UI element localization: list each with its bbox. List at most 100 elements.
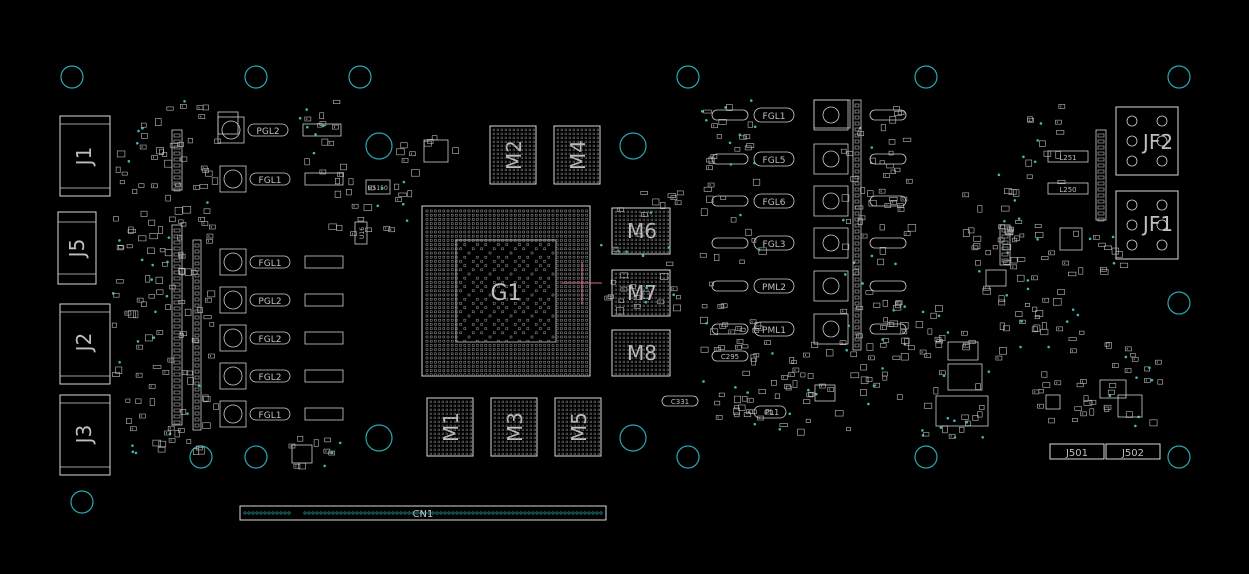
memory-ball: [445, 436, 448, 439]
via: [183, 99, 186, 103]
gpu-ball: [585, 251, 588, 255]
memory-ball: [597, 436, 600, 439]
via: [168, 432, 172, 435]
memory-ball: [630, 284, 633, 287]
smd-part: [1056, 130, 1065, 135]
memory-ball: [622, 242, 625, 245]
gpu-ball: [543, 268, 546, 272]
memory-ball: [516, 172, 519, 175]
memory-ball: [634, 280, 637, 283]
memory-ball: [658, 222, 661, 225]
memory-ball: [650, 312, 653, 315]
memory-ball: [592, 148, 595, 151]
gpu-ball: [555, 335, 559, 339]
gpu-ball: [576, 255, 580, 259]
memory-ball: [496, 172, 499, 175]
memory-ball: [638, 348, 641, 351]
smd-part-mark: [325, 450, 327, 453]
memory-ball: [666, 368, 669, 371]
power-pin: [1156, 219, 1168, 231]
smd-part: [177, 142, 184, 147]
memory-ball: [516, 132, 519, 135]
pin-strip-pin: [854, 181, 860, 186]
gpu-ball: [484, 213, 488, 217]
gpu-ball: [438, 239, 441, 242]
memory-ball: [585, 420, 588, 423]
cn1-pin: [255, 511, 259, 515]
memory-ball: [525, 420, 528, 423]
smd-part-mark: [179, 429, 181, 432]
gpu-ball: [547, 360, 551, 364]
via: [739, 213, 742, 217]
smd-part: [846, 427, 851, 432]
memory-ball: [618, 296, 621, 299]
gpu-ball: [543, 323, 546, 326]
memory-ball: [509, 400, 512, 403]
smd-part-mark: [339, 173, 341, 176]
smd-part: [1057, 179, 1066, 185]
memory-ball: [556, 156, 559, 159]
memory-ball: [509, 436, 512, 439]
smd-part: [905, 178, 913, 184]
memory-ball: [449, 416, 452, 419]
pin-strip-pin: [173, 348, 181, 353]
memory-ball: [517, 424, 520, 427]
smd-part: [148, 384, 156, 389]
gpu-ball: [555, 331, 559, 335]
inductor-coil: [223, 290, 243, 310]
gpu-ball: [543, 226, 546, 230]
gpu-ball: [492, 281, 496, 284]
memory-ball: [469, 436, 472, 439]
gpu-ball: [585, 373, 588, 377]
gpu-ball: [534, 213, 538, 217]
memory-ball: [516, 148, 519, 151]
memory-ball: [532, 152, 535, 155]
gpu-ball: [564, 213, 567, 217]
smd-part: [736, 339, 744, 344]
memory-ball: [666, 210, 669, 213]
memory-ball: [465, 420, 468, 423]
gpu-ball: [484, 306, 488, 309]
ic-package: [947, 341, 979, 361]
memory-ball: [650, 368, 653, 371]
memory-ball: [465, 400, 468, 403]
gpu-ball: [455, 234, 458, 238]
gpu-ball: [434, 297, 437, 301]
gpu-ball: [509, 213, 513, 217]
gpu-ball: [455, 360, 458, 364]
gpu-ball: [518, 365, 521, 368]
pin-strip-pin: [854, 313, 860, 318]
memory-ball: [626, 336, 629, 339]
smd-part: [850, 351, 857, 357]
gpu-ball: [513, 230, 517, 234]
cn1-pin: [335, 511, 339, 515]
memory-ball: [654, 272, 657, 275]
smd-part: [184, 308, 192, 316]
gpu-ball: [467, 369, 471, 372]
gpu-ball: [518, 306, 521, 309]
memory-ball: [521, 452, 524, 455]
memory-ball: [529, 416, 532, 419]
memory-ball: [517, 444, 520, 447]
memory-ball: [532, 164, 535, 167]
smd-part: [388, 227, 396, 233]
memory-ball: [564, 156, 567, 159]
memory-ball: [457, 428, 460, 431]
gpu-ball: [455, 272, 458, 276]
gpu-ball: [530, 344, 534, 347]
smd-part: [825, 349, 834, 357]
smd-part: [710, 154, 718, 159]
memory-ball: [581, 452, 584, 455]
memory-ball: [662, 368, 665, 371]
gpu-ball: [560, 226, 563, 230]
gpu-ball: [484, 348, 488, 351]
gpu-ball: [497, 352, 500, 356]
memory-ball: [596, 152, 599, 155]
power-connector-pins: [1126, 115, 1168, 251]
gpu-ball: [539, 276, 542, 280]
memory-ball: [508, 180, 511, 183]
memory-ball: [469, 452, 472, 455]
gpu-ball: [429, 356, 433, 360]
memory-ball: [561, 420, 564, 423]
gpu-ball: [555, 218, 559, 221]
